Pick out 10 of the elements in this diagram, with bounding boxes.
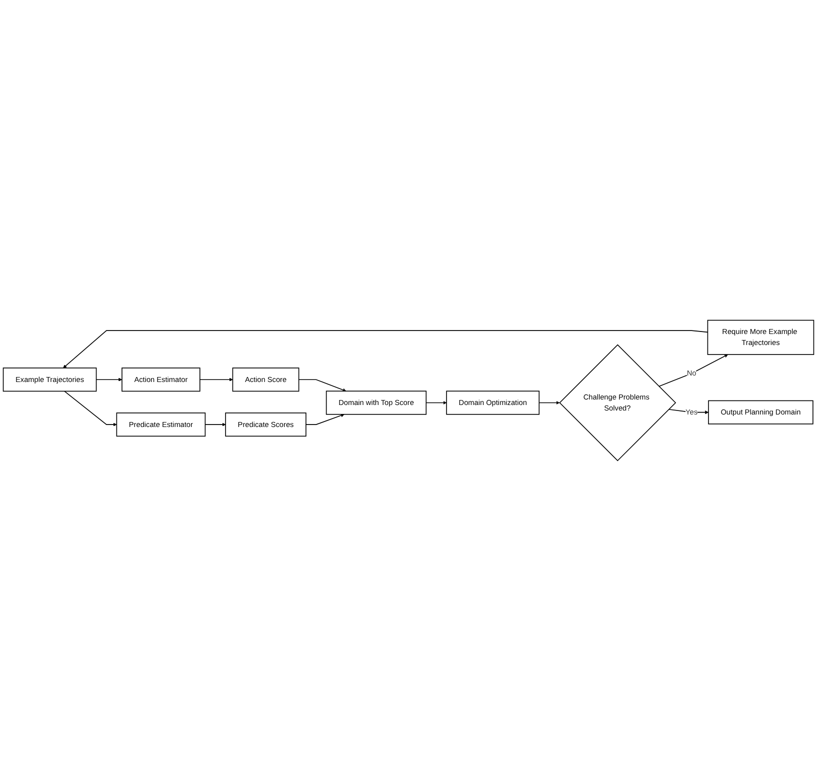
arrow (538, 401, 560, 405)
arrow (306, 414, 344, 425)
arrow (298, 379, 346, 392)
arrow (64, 390, 117, 426)
arrow (199, 378, 233, 382)
arrow (658, 354, 728, 387)
arrow (426, 401, 447, 405)
arrow (63, 330, 708, 368)
arrow (204, 422, 226, 426)
arrow (96, 378, 122, 382)
